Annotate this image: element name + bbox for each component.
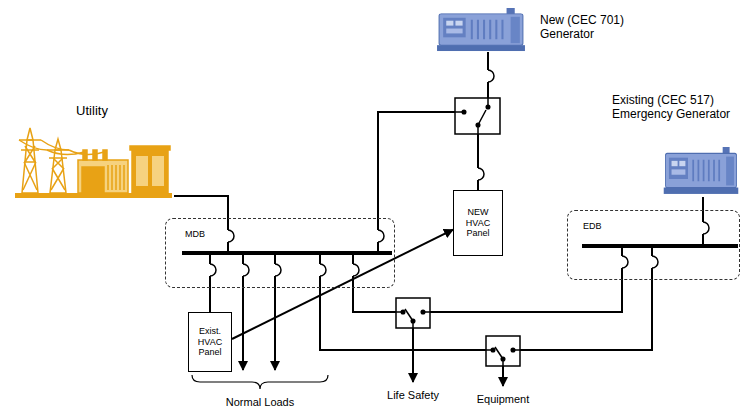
feeder-wire — [502, 366, 504, 386]
transfer-switch — [396, 298, 430, 328]
utility-illustration — [103, 150, 107, 160]
node-label: Existing (CEC 517) Emergency Generator — [612, 94, 740, 122]
transfer-switch — [455, 98, 500, 134]
feeder-wire — [520, 246, 652, 350]
utility-illustration — [136, 156, 148, 186]
load-bracket — [192, 375, 328, 389]
feeder-wire — [412, 328, 414, 382]
utility-illustration — [19, 140, 104, 155]
feeder-wire — [320, 253, 486, 350]
transfer-switch — [501, 357, 505, 361]
transfer-switch — [476, 123, 480, 127]
transfer-switch — [486, 347, 520, 366]
node-label: EDB — [583, 221, 602, 231]
node-label: MDB — [185, 229, 205, 239]
utility-node: Utility — [12, 104, 174, 198]
generator-node: New (CEC 701) Generator — [432, 6, 632, 52]
generator-node: Existing (CEC 517) Emergency Generator — [612, 94, 742, 197]
distribution-board: EDB — [567, 210, 740, 280]
transfer-switch — [411, 319, 415, 323]
feeder-line — [232, 230, 453, 339]
breaker-symbol — [241, 264, 249, 276]
load-label: Equipment — [475, 393, 532, 405]
breaker-symbol — [476, 70, 494, 180]
transfer-switch — [455, 98, 500, 134]
breaker-symbol — [273, 264, 281, 276]
transfer-switch — [486, 105, 490, 109]
utility-illustration — [93, 150, 97, 160]
load-label: Life Safety — [385, 389, 441, 401]
node-label: NEW HVAC Panel — [458, 207, 498, 238]
feeder-line — [209, 288, 211, 312]
utility-illustration — [83, 150, 87, 160]
load-label: Normal Loads — [224, 396, 296, 408]
transfer-switch — [396, 309, 430, 328]
transfer-switch — [455, 98, 488, 134]
breaker-symbol — [208, 264, 216, 276]
bus-bar — [582, 244, 738, 248]
breaker-symbol — [620, 256, 628, 268]
node-label: New (CEC 701) Generator — [540, 14, 630, 42]
breaker-symbol — [376, 230, 384, 242]
transfer-switch — [401, 310, 405, 314]
transfer-switch — [511, 348, 515, 352]
transfer-switch — [462, 110, 466, 114]
feeder-line — [174, 196, 228, 218]
transfer-switch — [396, 298, 520, 366]
bus-bar — [182, 251, 392, 255]
utility-illustration — [19, 140, 41, 190]
generator-icon — [664, 147, 739, 194]
utility-illustration — [130, 146, 170, 150]
distribution-board: MDB — [165, 218, 395, 288]
hvac-panel: NEW HVAC Panel — [453, 190, 503, 256]
node-label: Utility — [12, 104, 172, 119]
breaker-symbol — [318, 264, 326, 276]
utility-illustration — [82, 167, 104, 193]
breaker-symbol — [226, 230, 234, 242]
utility-illustration — [47, 150, 69, 190]
breaker-symbol — [701, 222, 709, 234]
hvac-panel: Exist. HVAC Panel — [188, 312, 232, 372]
utility-illustration — [15, 128, 172, 198]
utility-illustration — [108, 165, 124, 190]
breaker-symbol — [351, 264, 359, 276]
feeder-line — [702, 197, 704, 210]
transfer-switch — [486, 336, 520, 366]
breaker-symbol — [486, 70, 494, 82]
utility-illustration — [152, 156, 164, 186]
generator-icon — [437, 8, 525, 51]
utility-illustration — [27, 128, 33, 140]
transfer-switch — [421, 310, 425, 314]
load-label: Equipment — [475, 389, 532, 407]
load-label: Life Safety — [385, 385, 441, 403]
breaker-symbol — [476, 168, 484, 180]
node-label: Exist. HVAC Panel — [193, 326, 227, 357]
breaker-symbol — [650, 256, 658, 268]
transfer-switch — [491, 348, 495, 352]
load-label: Normal Loads — [224, 392, 296, 410]
utility-illustration — [78, 160, 128, 193]
utility-illustration — [132, 150, 168, 193]
